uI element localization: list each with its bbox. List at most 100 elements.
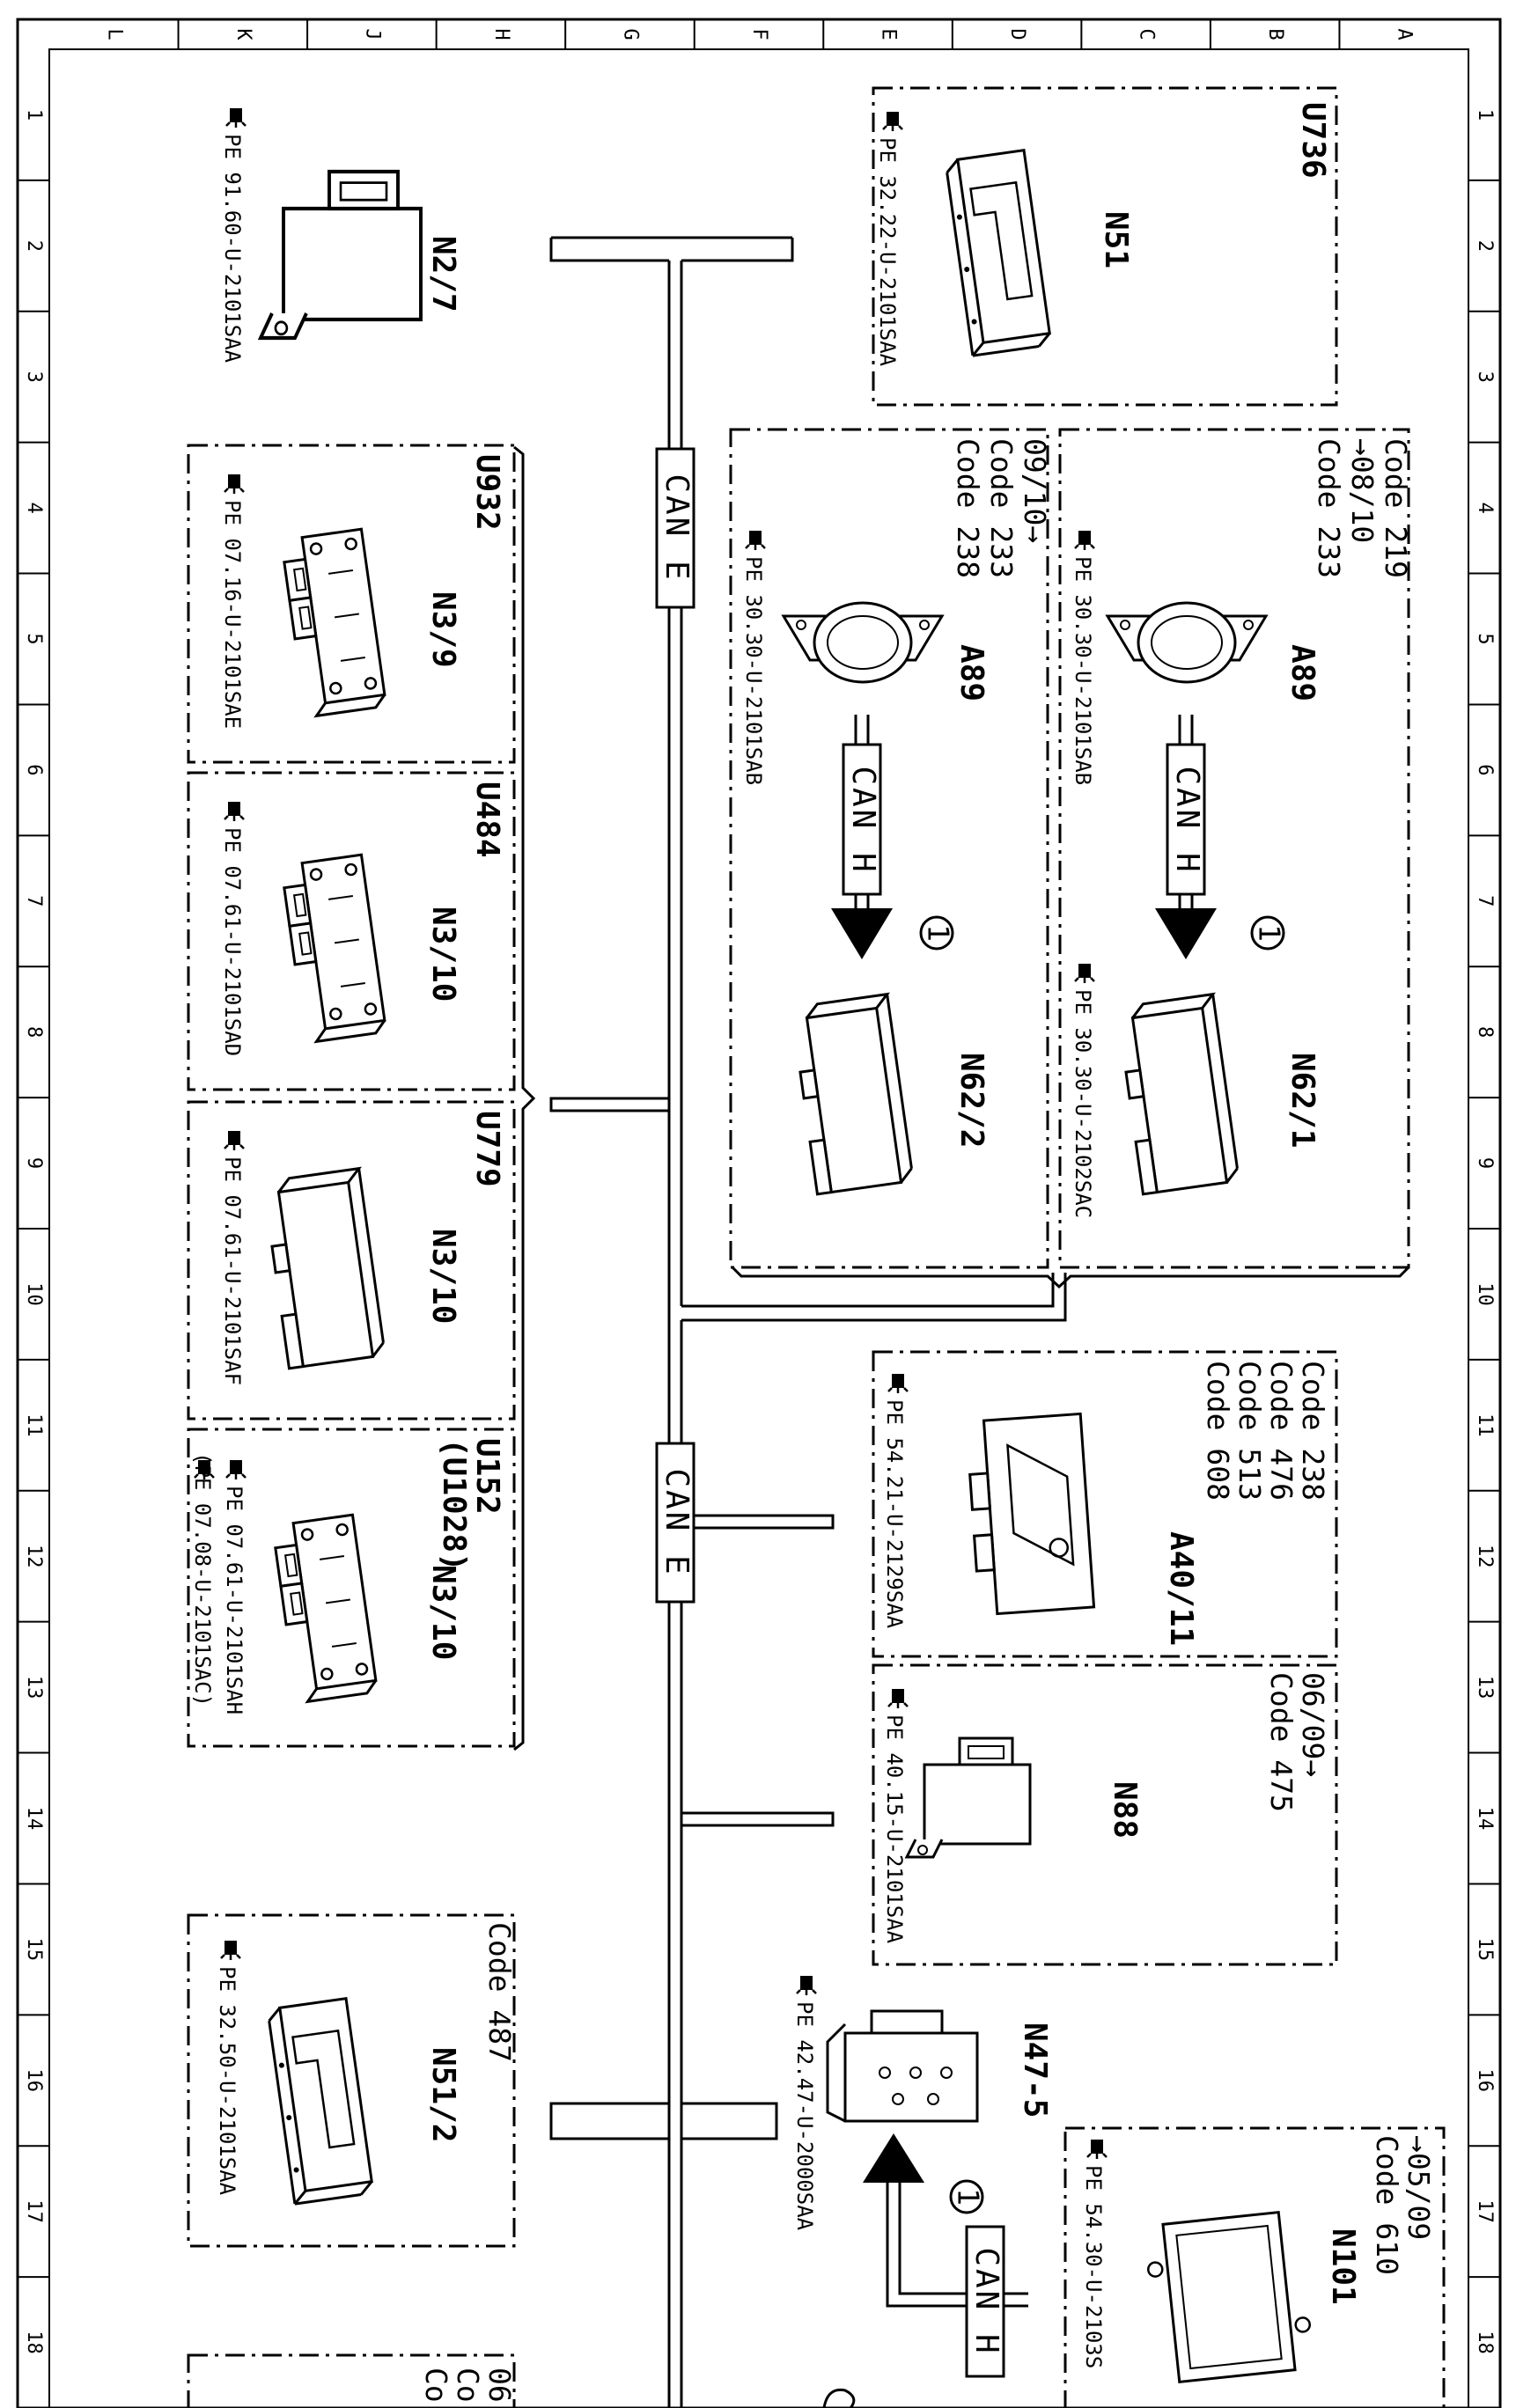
grid-column-label: F — [748, 28, 770, 40]
grid-row-label-left: 9 — [23, 1157, 45, 1169]
svg-text:PE 30.30-U-2102SAC: PE 30.30-U-2102SAC — [1071, 989, 1095, 1218]
module-n3-10-u484: U484 N3/10 PE 07.61-U-2101SAD — [220, 782, 505, 1056]
svg-text:N101: N101 — [1325, 2228, 1361, 2305]
module-n88: 06/09→ Code 475 N88 PE 40.15-U-2101SAA — [882, 1672, 1330, 1944]
can-h-arrow-middle: CAN H 1 — [831, 715, 956, 959]
grid-column-label: J — [361, 28, 383, 40]
svg-text:CAN E: CAN E — [659, 1468, 695, 1576]
svg-text:N3/10: N3/10 — [425, 1565, 461, 1660]
svg-text:PE 07.16-U-2101SAE: PE 07.16-U-2101SAE — [220, 500, 245, 729]
grid-row-label-left: 14 — [23, 1807, 45, 1831]
svg-text:(PE 07.08-U-2101SAC): (PE 07.08-U-2101SAC) — [190, 1452, 215, 1707]
svg-text:PE 07.61-U-2101SAF: PE 07.61-U-2101SAF — [220, 1156, 245, 1385]
grid-row-label-right: 10 — [1474, 1282, 1496, 1306]
grid-row-label-right: 9 — [1474, 1157, 1496, 1169]
svg-text:(U1028): (U1028) — [436, 1438, 472, 1572]
grid-row-label-right: 7 — [1474, 895, 1496, 907]
svg-text:09/10→: 09/10→ — [1018, 438, 1052, 543]
svg-text:N3/10: N3/10 — [425, 907, 461, 1002]
svg-text:PE 30.30-U-2101SAB: PE 30.30-U-2101SAB — [741, 556, 766, 785]
svg-text:N62/2: N62/2 — [953, 1053, 990, 1148]
svg-text:N3/9: N3/9 — [425, 591, 461, 668]
grid-row-label-left: 11 — [23, 1413, 45, 1437]
svg-text:N88: N88 — [1107, 1781, 1143, 1839]
grid-row-label-right: 18 — [1474, 2331, 1496, 2354]
grid-row-label-left: 6 — [23, 764, 45, 775]
svg-text:U736: U736 — [1295, 102, 1331, 179]
svg-text:PE 54.30-U-2103S: PE 54.30-U-2103S — [1081, 2165, 1106, 2368]
grid-row-label-right: 5 — [1474, 633, 1496, 644]
grid-row-label-right: 17 — [1474, 2199, 1496, 2223]
grid-row-label-left: 4 — [23, 502, 45, 513]
grid-column-label: C — [1136, 28, 1158, 40]
grid-column-label: D — [1006, 28, 1028, 40]
svg-text:N2/7: N2/7 — [425, 236, 461, 312]
module-n51: U736 N51 PE 32.22-U-2101SAA — [875, 102, 1331, 367]
svg-text:Code 608: Code 608 — [1201, 1361, 1235, 1501]
svg-text:Code 475: Code 475 — [1264, 1672, 1299, 1812]
dashed-boxes — [187, 86, 1446, 2408]
svg-text:CAN H: CAN H — [968, 2247, 1005, 2355]
module-n47-5: PE 42.47-U-2000SAA N47-5 CAN H 1 — [792, 1974, 1053, 2378]
svg-text:1: 1 — [952, 2188, 986, 2206]
can-e-label-upper: CAN E — [655, 447, 695, 609]
grid-column-label: E — [878, 28, 900, 40]
grid-row-label-left: 12 — [23, 1545, 45, 1568]
svg-text:Code 513: Code 513 — [1233, 1361, 1267, 1501]
svg-text:PE 07.61-U-2101SAH: PE 07.61-U-2101SAH — [222, 1486, 247, 1714]
svg-text:PE 91.60-U-2101SAA: PE 91.60-U-2101SAA — [220, 134, 245, 363]
grid-row-label-right: 8 — [1474, 1026, 1496, 1038]
grid-row-label-left: 18 — [23, 2331, 45, 2354]
grid-row-label-right: 16 — [1474, 2069, 1496, 2093]
grid-row-label-right: 3 — [1474, 371, 1496, 383]
svg-text:PE 32.22-U-2101SAA: PE 32.22-U-2101SAA — [875, 137, 900, 367]
svg-text:Code 487: Code 487 — [482, 1922, 517, 2062]
svg-text:Code 476: Code 476 — [1264, 1361, 1299, 1501]
module-n3-10-u779: U779 N3/10 PE 07.61-U-2101SAF — [220, 1111, 505, 1385]
svg-text:N51/2: N51/2 — [425, 2047, 461, 2142]
grid-column-label: B — [1264, 28, 1286, 40]
svg-text:Code 238: Code 238 — [951, 438, 985, 578]
svg-text:A89: A89 — [953, 644, 990, 701]
svg-text:→05/09: →05/09 — [1402, 2135, 1436, 2240]
grid-row-label-left: 16 — [23, 2069, 45, 2093]
svg-text:PE 07.61-U-2101SAD: PE 07.61-U-2101SAD — [220, 827, 245, 1056]
svg-text:PE 40.15-U-2101SAA: PE 40.15-U-2101SAA — [882, 1714, 907, 1944]
module-a40-11: Code 238 Code 476 Code 513 Code 608 A40/… — [882, 1361, 1330, 1646]
grid-row-label-right: 11 — [1474, 1413, 1496, 1437]
grid-row-label-right: 4 — [1474, 502, 1496, 513]
grid-row-label-right: 13 — [1474, 1676, 1496, 1700]
svg-text:PE 42.47-U-2000SAA: PE 42.47-U-2000SAA — [792, 2001, 817, 2231]
svg-text:Co: Co — [419, 2368, 453, 2403]
grid-row-label-right: 6 — [1474, 764, 1496, 775]
svg-text:Code 219: Code 219 — [1379, 438, 1413, 578]
module-n3-10-u152: U152 (U1028) N3/10 PE 07.61-U-2101SAH (P… — [190, 1438, 505, 1714]
svg-text:U152: U152 — [469, 1438, 505, 1515]
svg-text:N47-5: N47-5 — [1017, 2023, 1053, 2118]
svg-text:CAN E: CAN E — [659, 474, 695, 582]
svg-text:PE 54.21-U-2129SAA: PE 54.21-U-2129SAA — [882, 1399, 907, 1629]
svg-text:Code 233: Code 233 — [984, 438, 1019, 578]
grid-row-label-left: 5 — [23, 633, 45, 644]
svg-text:Code 610: Code 610 — [1370, 2135, 1404, 2275]
svg-text:U484: U484 — [469, 782, 505, 858]
svg-text:Code 238: Code 238 — [1296, 1361, 1330, 1501]
grid-row-label-left: 8 — [23, 1026, 45, 1038]
grid-row-label-right: 15 — [1474, 1938, 1496, 1962]
grid-row-label-left: 15 — [23, 1938, 45, 1962]
svg-text:U779: U779 — [469, 1111, 505, 1187]
svg-text:PE 30.30-U-2101SAB: PE 30.30-U-2101SAB — [1071, 556, 1095, 785]
grid-row-label-left: 3 — [23, 371, 45, 383]
svg-text:CAN H: CAN H — [845, 766, 881, 874]
svg-text:A89: A89 — [1284, 644, 1321, 701]
grid-row-label-left: 10 — [23, 1282, 45, 1306]
module-n3-9: U932 N3/9 PE 07.16-U-2101SAE — [220, 454, 505, 729]
module-a89-code-219: Code 219 →08/10 Code 233 A89 PE 30.30-U-… — [1071, 438, 1413, 1218]
grid-column-label: G — [619, 28, 641, 40]
svg-text:1: 1 — [922, 924, 956, 942]
svg-text:N51: N51 — [1098, 211, 1134, 268]
grid-row-label-left: 2 — [23, 240, 45, 252]
module-a89-code-238: 09/10→ Code 233 Code 238 A89 PE 30.30-U-… — [741, 438, 1052, 1196]
grid-row-label-left: 13 — [23, 1676, 45, 1700]
